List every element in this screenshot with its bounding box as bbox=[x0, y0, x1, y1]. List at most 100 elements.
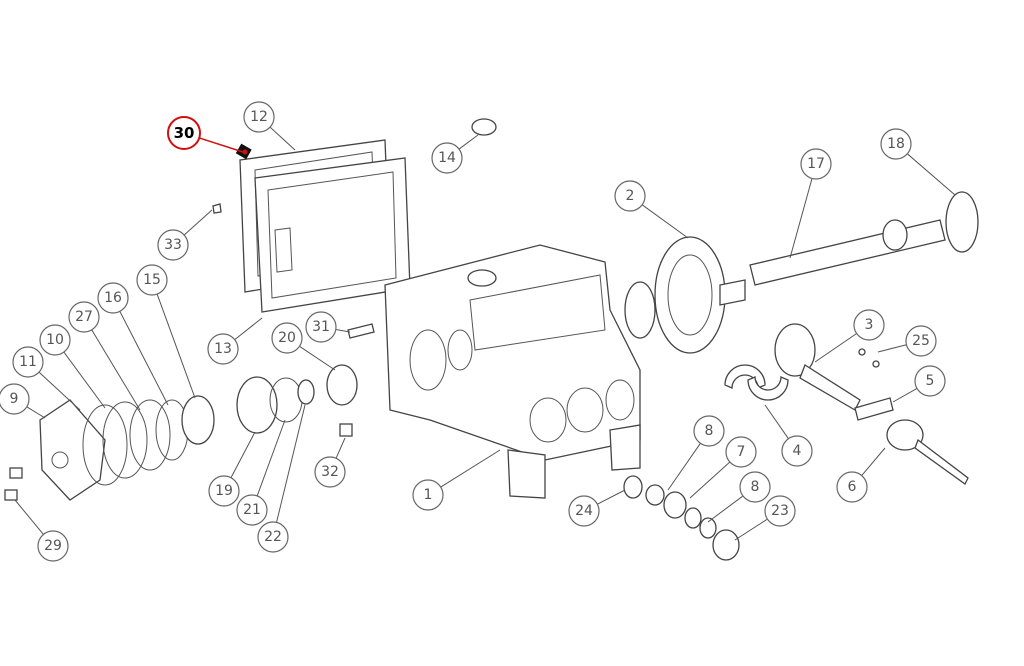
leader-line bbox=[764, 404, 789, 439]
callout-7: 7 bbox=[689, 436, 757, 499]
leader-line bbox=[198, 137, 244, 153]
callout-number: 3 bbox=[865, 317, 874, 333]
callout-number: 23 bbox=[771, 503, 789, 519]
leader-line bbox=[256, 419, 286, 497]
leader-line bbox=[276, 404, 306, 523]
leader-line bbox=[814, 333, 857, 363]
leader-line bbox=[877, 344, 907, 353]
callout-number: 5 bbox=[926, 373, 935, 389]
part-flange-18 bbox=[945, 191, 979, 253]
callout-number: 13 bbox=[214, 341, 232, 357]
part-housing-1 bbox=[384, 244, 641, 499]
leader-line bbox=[667, 443, 701, 491]
callout-number: 7 bbox=[737, 444, 746, 460]
callout-number: 20 bbox=[278, 330, 296, 346]
leader-line bbox=[335, 437, 346, 459]
callout-circle bbox=[314, 456, 346, 488]
callout-number: 6 bbox=[848, 479, 857, 495]
leader-line bbox=[26, 406, 46, 419]
leader-line bbox=[440, 449, 501, 488]
leader-line bbox=[230, 431, 256, 478]
callout-number: 8 bbox=[751, 479, 760, 495]
callout-circle bbox=[37, 530, 69, 562]
part-plugs-29 bbox=[4, 467, 23, 501]
callout-circle bbox=[800, 148, 832, 180]
callout-number: 29 bbox=[44, 538, 62, 554]
callout-number: 22 bbox=[264, 529, 282, 545]
callout-number: 10 bbox=[46, 332, 64, 348]
callout-number: 15 bbox=[143, 272, 161, 288]
callout-circle bbox=[431, 142, 463, 174]
leader-line bbox=[156, 293, 196, 399]
callout-12: 12 bbox=[243, 101, 296, 151]
callout-circle bbox=[725, 436, 757, 468]
callout-14: 14 bbox=[431, 134, 479, 174]
callout-number: 17 bbox=[807, 156, 825, 172]
callout-23: 23 bbox=[734, 495, 796, 541]
callout-number: 1 bbox=[424, 487, 433, 503]
callout-10: 10 bbox=[39, 324, 106, 409]
callout-16: 16 bbox=[97, 282, 169, 406]
part-bearing-4 bbox=[724, 364, 789, 401]
leader-line bbox=[269, 126, 296, 151]
leader-line bbox=[689, 461, 731, 499]
callout-4: 4 bbox=[764, 404, 813, 467]
callout-15: 15 bbox=[136, 264, 196, 399]
callout-18: 18 bbox=[880, 128, 956, 196]
callout-24: 24 bbox=[568, 489, 626, 527]
callout-circle bbox=[693, 415, 725, 447]
callout-circle bbox=[781, 435, 813, 467]
callout-32: 32 bbox=[314, 437, 346, 488]
leader-line bbox=[707, 495, 744, 523]
callout-number: 12 bbox=[250, 109, 268, 125]
callout-number: 8 bbox=[705, 423, 714, 439]
callout-circle bbox=[305, 311, 337, 343]
callout-22: 22 bbox=[257, 404, 306, 553]
part-pin-5 bbox=[854, 397, 894, 421]
callout-circle bbox=[39, 324, 71, 356]
callout-3: 3 bbox=[814, 309, 885, 363]
part-bearing-20 bbox=[326, 364, 358, 406]
callout-33: 33 bbox=[157, 209, 213, 261]
part-screw-30-highlighted bbox=[235, 143, 252, 160]
callout-circle bbox=[0, 383, 30, 415]
callout-number: 9 bbox=[10, 391, 19, 407]
callout-21: 21 bbox=[236, 419, 286, 526]
part-screw-33 bbox=[212, 203, 222, 214]
callout-circle bbox=[271, 322, 303, 354]
part-key-31 bbox=[347, 323, 375, 339]
leader-line bbox=[892, 387, 918, 403]
leader-line bbox=[38, 371, 81, 411]
callout-29: 29 bbox=[14, 499, 69, 562]
callout-circle bbox=[914, 365, 946, 397]
callout-circle bbox=[905, 325, 937, 357]
callout-number: 33 bbox=[164, 237, 182, 253]
callout-number: 32 bbox=[321, 464, 339, 480]
leader-line bbox=[119, 311, 169, 406]
leader-line bbox=[861, 447, 886, 476]
callout-number: 19 bbox=[215, 483, 233, 499]
callout-circle bbox=[257, 521, 289, 553]
part-plug-32 bbox=[339, 423, 353, 437]
callout-20: 20 bbox=[271, 322, 336, 371]
callout-labels: 3012143315162710119132031192122322912171… bbox=[0, 101, 956, 562]
callout-circle bbox=[167, 116, 201, 150]
leader-line bbox=[641, 204, 689, 239]
callout-30: 30 bbox=[167, 116, 244, 153]
callout-circle bbox=[207, 333, 239, 365]
callout-circle bbox=[764, 495, 796, 527]
leader-line bbox=[299, 345, 336, 371]
callout-circle bbox=[97, 282, 129, 314]
part-shaft-17 bbox=[749, 219, 946, 286]
callout-number: 24 bbox=[575, 503, 593, 519]
callout-circle bbox=[880, 128, 912, 160]
callout-circle bbox=[614, 180, 646, 212]
leader-line bbox=[91, 329, 141, 411]
callout-2: 2 bbox=[614, 180, 689, 239]
part-plunger-6 bbox=[886, 419, 969, 485]
part-seal-19-21-22 bbox=[236, 376, 315, 434]
leader-line bbox=[234, 317, 263, 341]
callout-25: 25 bbox=[877, 325, 937, 357]
part-cap-14 bbox=[471, 118, 497, 136]
callout-number: 25 bbox=[912, 333, 930, 349]
